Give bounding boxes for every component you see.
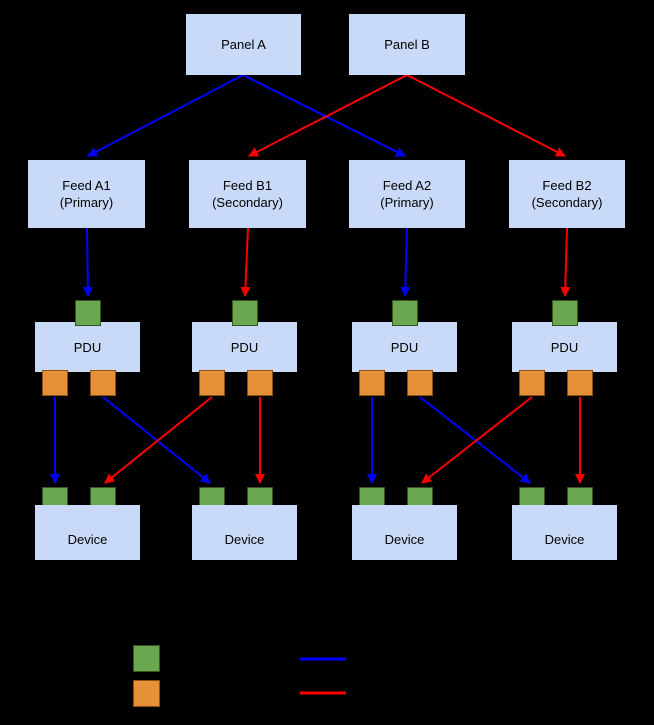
node-device-1-label: Device [67, 532, 108, 547]
node-feed-a1: Feed A1 (Primary) [28, 160, 145, 228]
secondary-link-pdu4-device3 [421, 396, 533, 484]
node-feed-b2-name: Feed B2 [542, 178, 592, 193]
node-pdu-4: PDU [512, 322, 617, 372]
pdu4-output-port-left [519, 370, 545, 396]
node-device-3: Device [352, 505, 457, 560]
pdu1-output-port-left [42, 370, 68, 396]
node-panel-b-label: Panel B [384, 37, 430, 52]
node-device-2-label: Device [224, 532, 265, 547]
pdu3-input-port [392, 300, 418, 326]
pdu2-input-port [232, 300, 258, 326]
pdu3-output-port-right [407, 370, 433, 396]
node-feed-a2-role: (Primary) [380, 195, 434, 210]
pdu2-output-port-right [247, 370, 273, 396]
legend-input-port-swatch [133, 645, 160, 672]
pdu3-output-port-left [359, 370, 385, 396]
node-pdu-3: PDU [352, 322, 457, 372]
secondary-link-panelB-feedB1 [248, 74, 408, 157]
secondary-link-feedB2-pdu4 [560, 227, 571, 297]
node-device-1: Device [35, 505, 140, 560]
secondary-link-feedB1-pdu2 [240, 227, 251, 297]
legend-output-port-swatch [133, 680, 160, 707]
primary-link-pdu3-device4 [419, 396, 531, 484]
node-device-4-label: Device [544, 532, 585, 547]
node-pdu-2: PDU [192, 322, 297, 372]
pdu1-input-port [75, 300, 101, 326]
secondary-link-pdu2-device1 [104, 396, 213, 484]
node-feed-a1-role: (Primary) [59, 195, 114, 210]
node-device-3-label: Device [384, 532, 425, 547]
node-panel-a-label: Panel A [221, 37, 266, 52]
node-feed-b1: Feed B1 (Secondary) [189, 160, 306, 228]
node-device-4: Device [512, 505, 617, 560]
pdu2-output-port-left [199, 370, 225, 396]
node-device-2: Device [192, 505, 297, 560]
node-feed-b1-role: (Secondary) [212, 195, 283, 210]
primary-link-pdu1-device2 [102, 396, 211, 484]
secondary-link-panelB-feedB2 [406, 74, 566, 157]
node-panel-b: Panel B [349, 14, 465, 75]
node-feed-a1-name: Feed A1 [62, 178, 111, 193]
node-feed-b2: Feed B2 (Secondary) [509, 160, 625, 228]
pdu4-input-port [552, 300, 578, 326]
pdu4-output-port-right [567, 370, 593, 396]
node-feed-b2-role: (Secondary) [531, 195, 603, 210]
node-pdu-4-label: PDU [550, 339, 579, 355]
node-pdu-1: PDU [35, 322, 140, 372]
node-pdu-3-label: PDU [390, 339, 419, 355]
node-pdu-2-label: PDU [230, 339, 259, 355]
primary-link-panelA-feedA2 [242, 74, 406, 157]
primary-link-feedA2-pdu3 [400, 227, 411, 297]
node-feed-b1-name: Feed B1 [222, 178, 273, 193]
primary-link-panelA-feedA1 [87, 74, 244, 157]
node-feed-a2: Feed A2 (Primary) [349, 160, 465, 228]
node-panel-a: Panel A [186, 14, 301, 75]
node-feed-a2-name: Feed A2 [382, 178, 432, 193]
node-pdu-1-label: PDU [73, 339, 102, 355]
primary-link-feedA1-pdu1 [82, 227, 93, 297]
pdu1-output-port-right [90, 370, 116, 396]
